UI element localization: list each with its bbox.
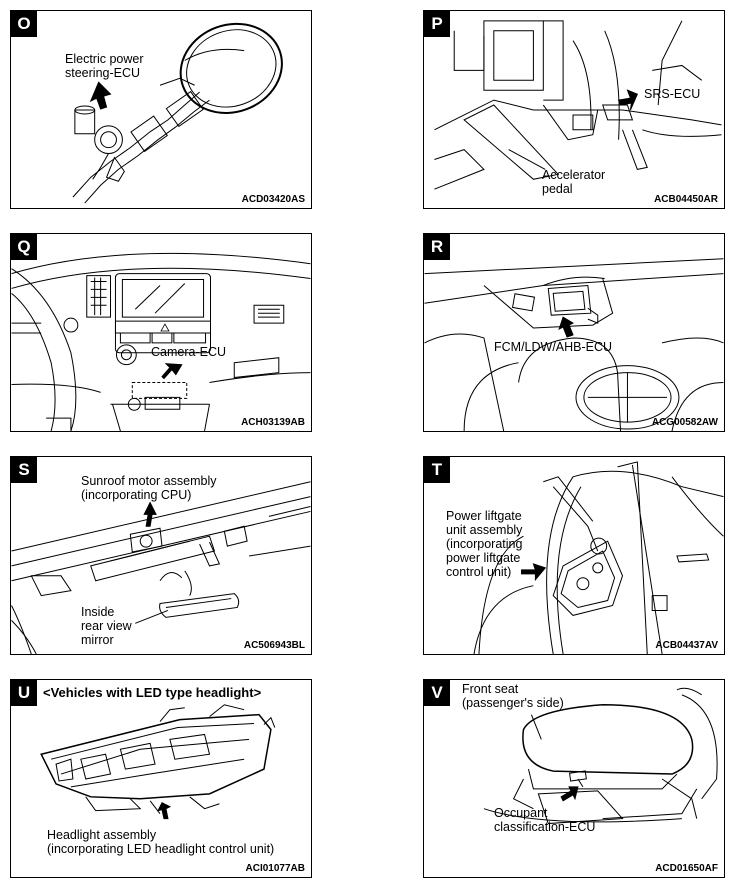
panel-s: S Sunroof motor assembly (incorporating … (10, 456, 312, 655)
inside-rear-view-mirror-label: Inside rear view mirror (81, 605, 132, 647)
panel-p: P SRS-ECU Accelerator pedal ACB04450AR (423, 10, 725, 209)
srs-ecu-illustration (424, 11, 724, 208)
camera-ecu-label: Camera-ECU (151, 345, 227, 359)
sunroof-motor-illustration (11, 457, 311, 654)
power-liftgate-illustration (424, 457, 724, 654)
panel-t: T Power liftgate unit assembly (incorpor… (423, 456, 725, 655)
panel-q: Q Camera-ECU ACH03139AB (10, 233, 312, 432)
figure-code: ACB04437AV (655, 640, 718, 651)
fcm-ldw-ahb-ecu-label: FCM/LDW/AHB-ECU (494, 340, 613, 354)
panel-r: R FCM/LDW/AHB-ECU ACG00582AW (423, 233, 725, 432)
front-seat-label: Front seat (passenger's side) (462, 682, 564, 710)
camera-ecu-illustration (11, 234, 311, 431)
panel-letter: O (11, 11, 37, 37)
panel-heading: <Vehicles with LED type headlight> (43, 685, 262, 700)
headlight-assembly-illustration (11, 680, 311, 877)
accelerator-pedal-label: Accelerator pedal (542, 168, 606, 196)
panel-letter: U (11, 680, 37, 706)
panel-o: O Electric power steering-ECU ACD03420AS (10, 10, 312, 209)
power-liftgate-unit-assembly-label: Power liftgate unit assembly (incorporat… (446, 509, 523, 579)
panel-letter: T (424, 457, 450, 483)
figure-code: ACI01077AB (245, 863, 305, 874)
panel-letter: S (11, 457, 37, 483)
panel-letter: R (424, 234, 450, 260)
sunroof-motor-assembly-label: Sunroof motor assembly (incorporating CP… (81, 474, 217, 502)
figure-code: AC506943BL (243, 640, 305, 651)
panel-u: U <Vehicles with LED type headlight> Hea… (10, 679, 312, 878)
electric-power-steering-ecu-label: Electric power steering-ECU (65, 52, 144, 80)
occupant-classification-ecu-label: Occupant classification-ECU (494, 806, 596, 834)
panel-letter: P (424, 11, 450, 37)
panel-v: V Front seat (passenger's side) Occupant… (423, 679, 725, 878)
steering-column-illustration (11, 11, 311, 208)
fcm-ecu-illustration (424, 234, 724, 431)
figure-code: ACG00582AW (651, 417, 718, 428)
figure-code: ACB04450AR (654, 194, 718, 205)
panel-letter: V (424, 680, 450, 706)
figure-code: ACH03139AB (241, 417, 305, 428)
figure-code: ACD01650AF (655, 863, 718, 874)
occupant-classification-ecu-illustration (424, 680, 724, 877)
srs-ecu-label: SRS-ECU (644, 87, 701, 101)
figure-code: ACD03420AS (241, 194, 305, 205)
panel-letter: Q (11, 234, 37, 260)
headlight-assembly-label: Headlight assembly (incorporating LED he… (47, 828, 275, 856)
